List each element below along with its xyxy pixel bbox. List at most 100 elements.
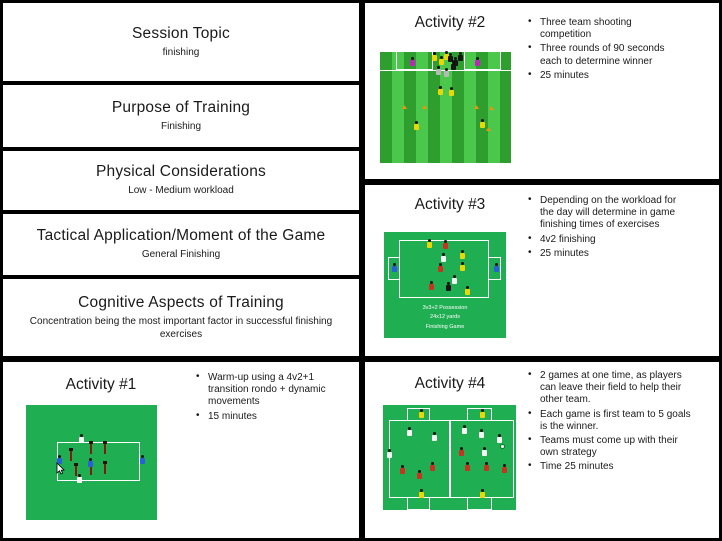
player-marker	[438, 86, 443, 95]
player-marker	[444, 51, 449, 60]
player-marker	[453, 57, 458, 66]
training-pole	[103, 461, 107, 474]
activity-1-box: Activity #1 Warm-up using a 4v2+1 transi…	[3, 362, 359, 538]
panel-title: Cognitive Aspects of Training	[78, 294, 284, 311]
ball-marker	[501, 445, 504, 448]
panel-physical-considerations: Physical Considerations Low - Medium wor…	[3, 151, 359, 210]
goalkeeper-marker	[494, 263, 499, 272]
activity-1-title: Activity #1	[65, 376, 137, 393]
player-marker	[497, 434, 502, 443]
goalkeeper-marker	[392, 263, 397, 272]
player-marker	[465, 462, 470, 471]
goal-box-line	[464, 51, 501, 70]
cone-marker	[402, 105, 407, 109]
panel-title: Physical Considerations	[95, 163, 266, 181]
player-marker	[475, 57, 480, 66]
bullet-item: Three rounds of 90 seconds each to deter…	[525, 42, 685, 67]
goal-box-line	[488, 257, 501, 280]
player-marker	[448, 53, 453, 62]
player-marker	[438, 263, 443, 272]
activity-3-title: Activity #3	[414, 196, 486, 213]
player-marker	[88, 458, 93, 467]
activity-2-field-diagram	[380, 51, 511, 163]
goal-box-line	[388, 257, 400, 280]
player-marker	[432, 52, 437, 61]
goal-box-line	[407, 408, 430, 421]
diagram-caption-line: 24x12 yards	[430, 314, 460, 321]
bullet-item: 25 minutes	[525, 69, 685, 82]
bullet-item: 2 games at one time, as players can leav…	[525, 369, 693, 407]
training-pole	[103, 441, 107, 454]
goal-box-line	[467, 408, 492, 421]
player-marker	[458, 52, 463, 61]
player-marker	[427, 239, 432, 248]
panel-subtitle: finishing	[162, 46, 200, 58]
cone-marker	[422, 105, 427, 109]
cone-marker	[486, 127, 491, 131]
cone-marker	[474, 105, 479, 109]
player-marker	[441, 253, 446, 262]
bullet-item: 25 minutes	[525, 247, 685, 260]
activity-4-field-diagram	[383, 405, 516, 510]
panel-title: Session Topic	[132, 24, 230, 42]
player-marker	[480, 119, 485, 128]
player-marker	[417, 470, 422, 479]
player-marker	[452, 275, 457, 284]
player-marker	[407, 427, 412, 436]
activity-3-bullets: Depending on the workload for the day wi…	[525, 194, 685, 262]
player-marker	[459, 447, 464, 456]
player-marker	[449, 87, 454, 96]
player-marker	[439, 56, 444, 65]
goalkeeper-marker	[419, 409, 424, 418]
bullet-item: Depending on the workload for the day wi…	[525, 194, 685, 232]
panel-subtitle: Low - Medium workload	[128, 185, 234, 197]
player-marker	[436, 66, 441, 75]
player-marker	[400, 465, 405, 474]
player-marker	[77, 474, 82, 483]
player-marker	[502, 464, 507, 473]
diagram-caption: 3v3+2 Possession 24x12 yards Finishing G…	[384, 304, 506, 332]
player-marker	[430, 462, 435, 471]
bullet-item: 15 minutes	[193, 410, 338, 423]
player-marker	[460, 250, 465, 259]
activity-1-field-diagram	[26, 405, 157, 520]
panel-title: Purpose of Training	[111, 98, 251, 116]
player-marker	[432, 432, 437, 441]
activity-1-bullets: Warm-up using a 4v2+1 transition rondo +…	[193, 371, 338, 425]
player-marker	[484, 462, 489, 471]
goalkeeper-marker	[480, 409, 485, 418]
goalkeeper-marker	[419, 489, 424, 498]
activity-4-title: Activity #4	[414, 375, 486, 392]
player-marker	[479, 429, 484, 438]
activity-2-bullets: Three team shooting competition Three ro…	[525, 16, 685, 84]
cone-marker	[489, 106, 494, 110]
bullet-item: Warm-up using a 4v2+1 transition rondo +…	[193, 371, 338, 409]
bullet-item: Three team shooting competition	[525, 16, 685, 41]
training-pole	[89, 441, 93, 454]
panel-session-topic: Session Topic finishing	[3, 3, 359, 81]
mouse-cursor	[56, 462, 65, 475]
pitch-outline	[389, 420, 450, 498]
goal-box-line	[467, 497, 492, 510]
activity-3-box: Activity #3 Depending on the workload fo…	[365, 185, 719, 356]
player-marker	[443, 240, 448, 249]
player-marker	[462, 425, 467, 434]
player-marker	[446, 282, 451, 291]
activity-4-box: Activity #4 2 games at one time, as play…	[365, 362, 719, 538]
bullet-item: Time 25 minutes	[525, 460, 693, 473]
player-marker	[140, 455, 145, 464]
diagram-caption-line: Finishing Game	[425, 323, 465, 330]
activity-2-title: Activity #2	[414, 14, 486, 31]
panel-subtitle: Finishing	[160, 120, 202, 132]
player-marker	[414, 121, 419, 130]
panel-title: Tactical Application/Moment of the Game	[36, 227, 326, 245]
diagram-caption-line: 3v3+2 Possession	[422, 305, 468, 311]
panel-tactical-application: Tactical Application/Moment of the Game …	[3, 214, 359, 275]
player-marker	[410, 57, 415, 66]
bullet-item: Each game is first team to 5 goals is th…	[525, 408, 693, 433]
panel-subtitle: Concentration being the most important f…	[29, 316, 333, 340]
panel-cognitive-aspects: Cognitive Aspects of Training Concentrat…	[3, 279, 359, 356]
goalkeeper-marker	[480, 489, 485, 498]
activity-2-box: Activity #2 Three team shooting competit…	[365, 3, 719, 179]
